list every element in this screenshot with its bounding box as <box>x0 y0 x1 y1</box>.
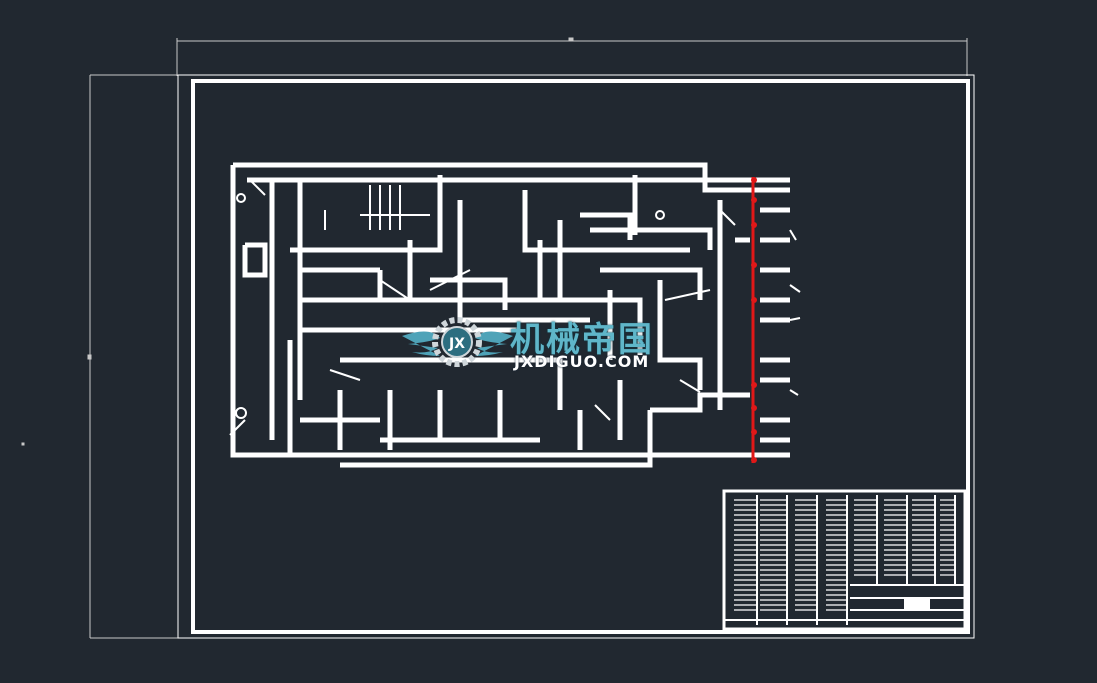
dimension-lines <box>21 37 968 639</box>
watermark-wings-logo-icon: JX <box>402 317 513 367</box>
schematic-detail <box>229 179 801 436</box>
schematic-wiring <box>230 162 790 468</box>
title-block <box>722 489 967 631</box>
red-bus-line <box>751 177 757 463</box>
watermark: JX 机械帝国 JXDIGUO.COM <box>400 308 700 378</box>
svg-text:JX: JX <box>448 336 465 352</box>
sheet-border <box>177 74 975 639</box>
watermark-chinese-text: 机械帝国 <box>510 320 654 360</box>
title-block-rows <box>734 499 954 611</box>
watermark-url-text: JXDIGUO.COM <box>514 352 650 371</box>
